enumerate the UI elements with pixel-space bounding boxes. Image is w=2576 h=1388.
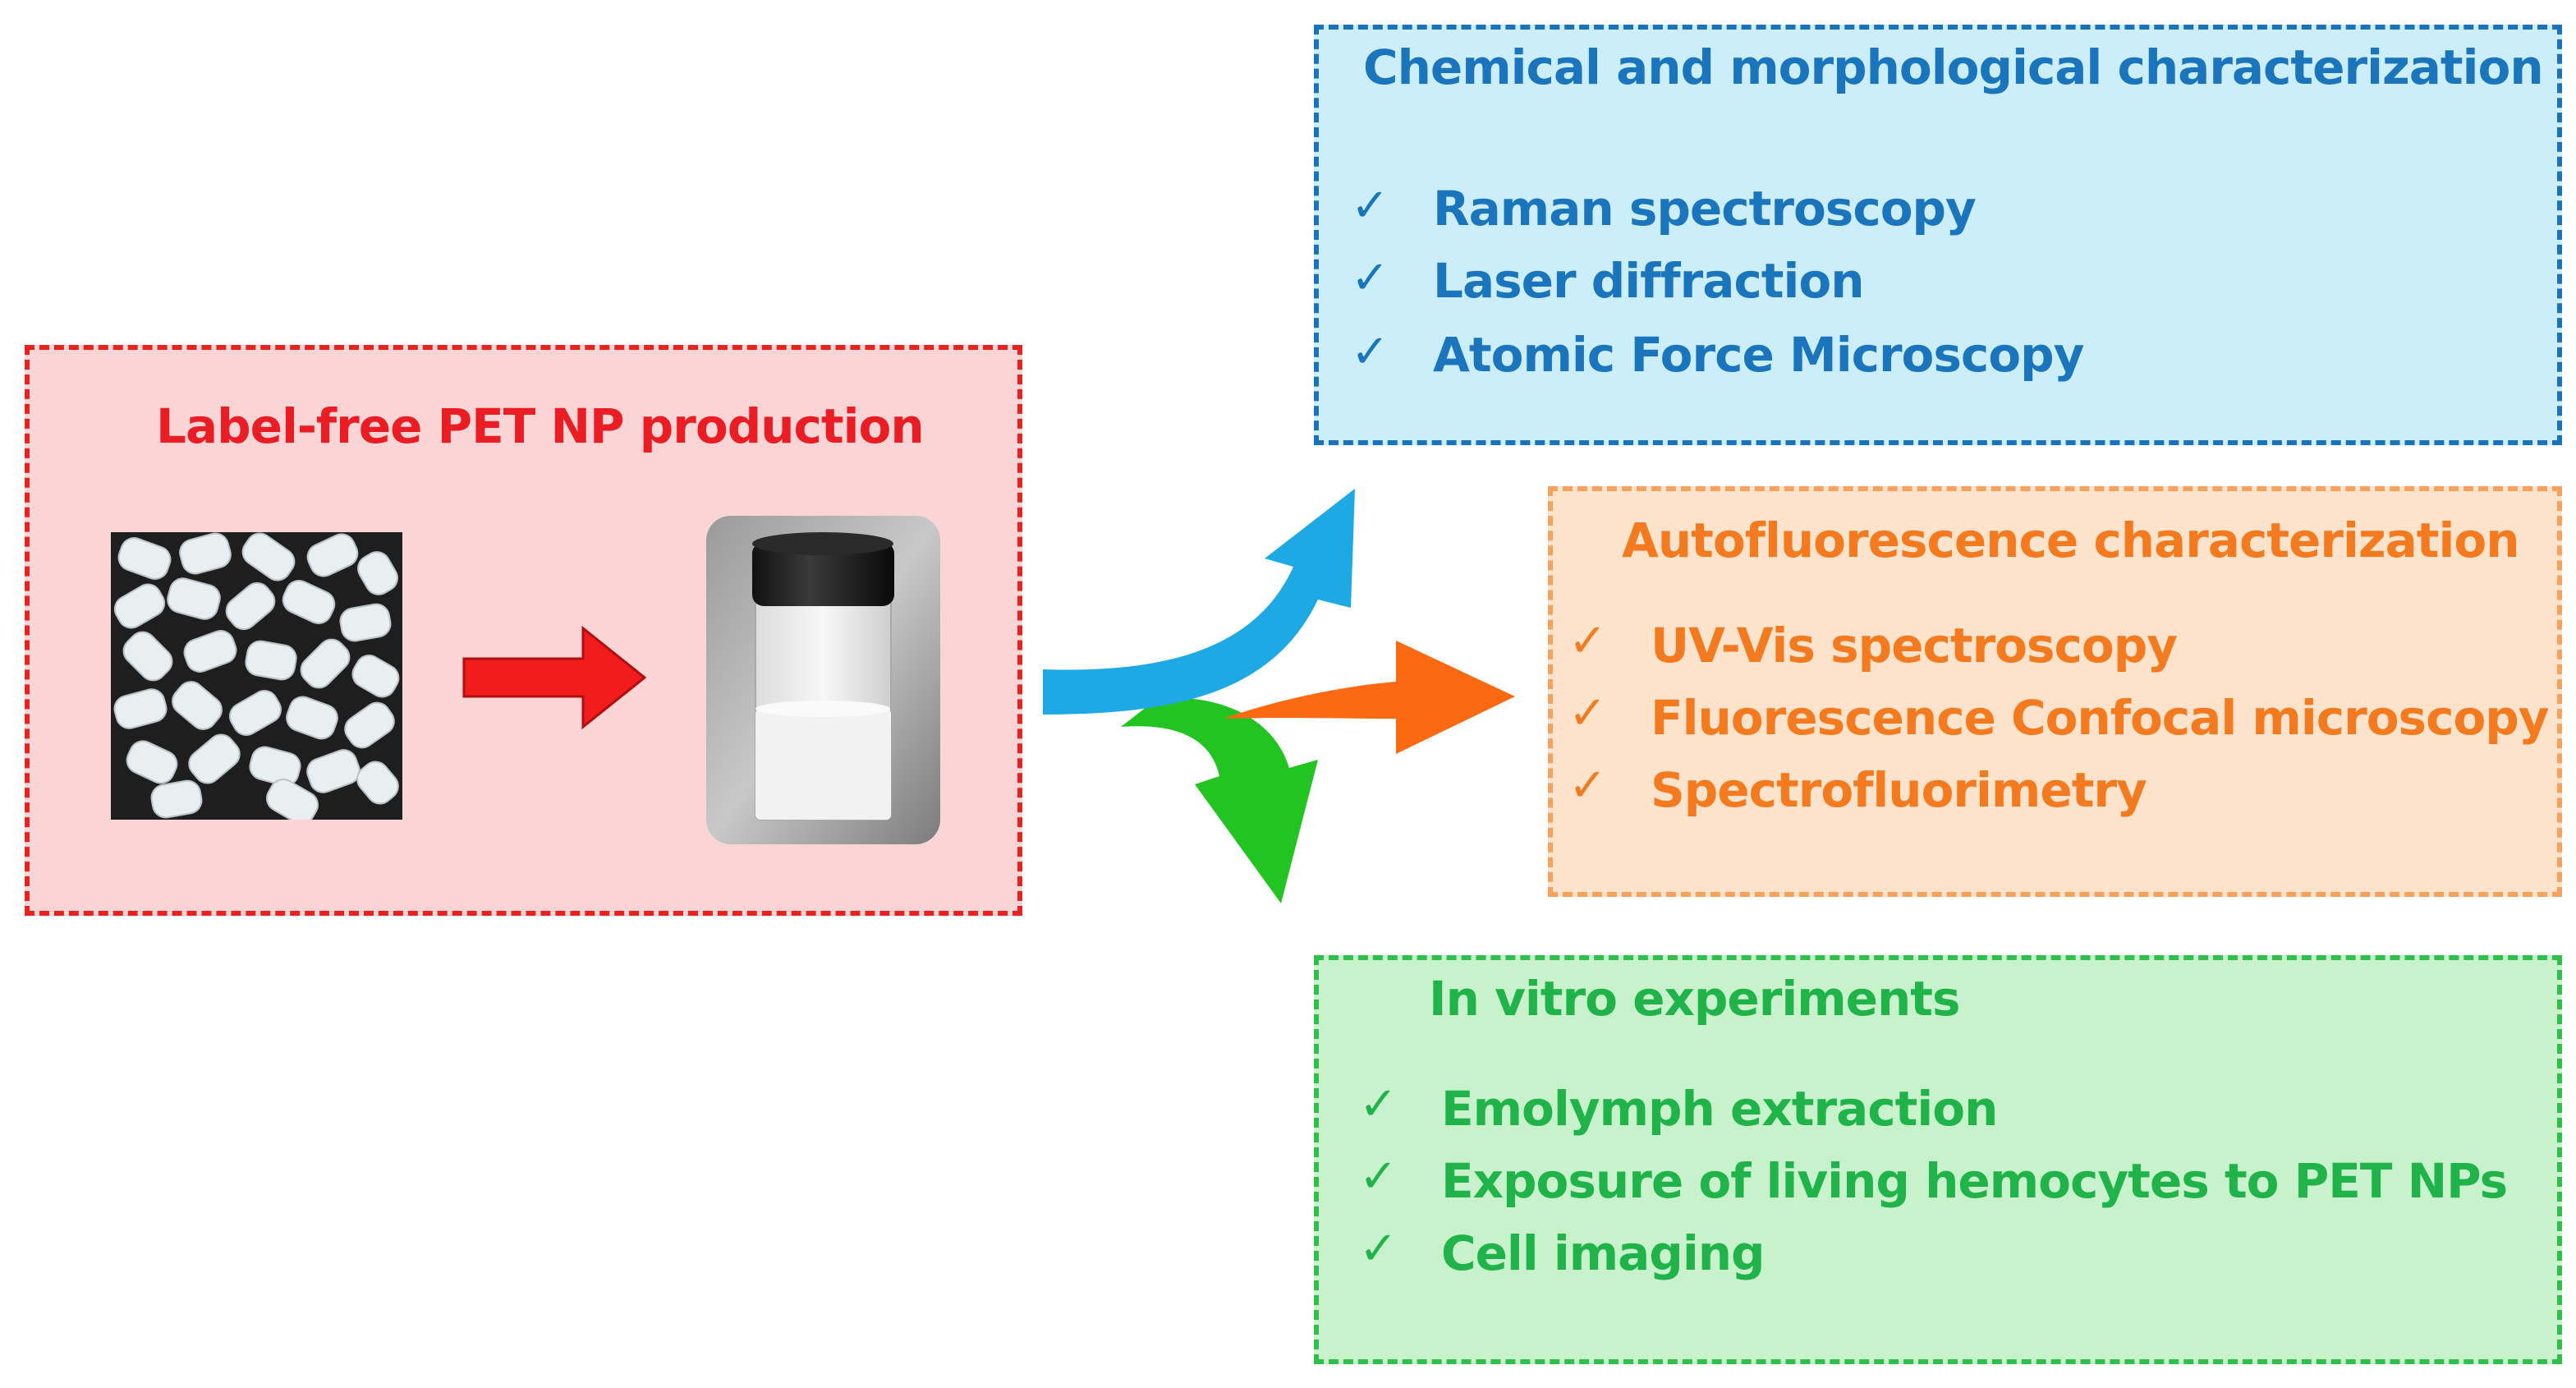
invitro-title: In vitro experiments (1429, 971, 1961, 1027)
autofluorescence-item: Fluorescence Confocal microscopy (1651, 690, 2550, 746)
autofluorescence-title: Autofluorescence characterization (1622, 512, 2520, 568)
check-icon: ✓ (1359, 1222, 1398, 1275)
chemical-item: Atomic Force Microscopy (1433, 327, 2084, 383)
invitro-item: Cell imaging (1441, 1225, 1766, 1281)
chemical-item: Raman spectroscopy (1433, 181, 1977, 237)
chemical-item: Laser diffraction (1433, 253, 1864, 309)
chemical-box (1314, 25, 2562, 445)
orange-arrow (1224, 641, 1515, 754)
check-icon: ✓ (1359, 1078, 1398, 1131)
invitro-box (1314, 955, 2562, 1364)
production-title: Label-free PET NP production (156, 398, 925, 454)
invitro-item: Emolymph extraction (1441, 1081, 1998, 1137)
check-icon: ✓ (1351, 325, 1389, 379)
green-arrow (1121, 697, 1318, 903)
check-icon: ✓ (1359, 1150, 1398, 1203)
nanoparticle-vial-image (706, 516, 940, 844)
check-icon: ✓ (1568, 759, 1607, 812)
blue-arrow (1043, 489, 1355, 715)
invitro-item: Exposure of living hemocytes to PET NPs (1441, 1153, 2508, 1209)
autofluorescence-item: UV-Vis spectroscopy (1651, 618, 2178, 673)
autofluorescence-item: Spectrofluorimetry (1651, 762, 2147, 818)
flow-arrows (1043, 489, 1515, 903)
chemical-title: Chemical and morphological characterizat… (1363, 39, 2544, 95)
production-arrow (462, 625, 647, 730)
pet-pellets-image (111, 532, 402, 820)
autofluorescence-box (1548, 486, 2562, 897)
check-icon: ✓ (1351, 179, 1389, 232)
check-icon: ✓ (1568, 687, 1607, 740)
check-icon: ✓ (1568, 614, 1607, 668)
check-icon: ✓ (1351, 251, 1389, 305)
